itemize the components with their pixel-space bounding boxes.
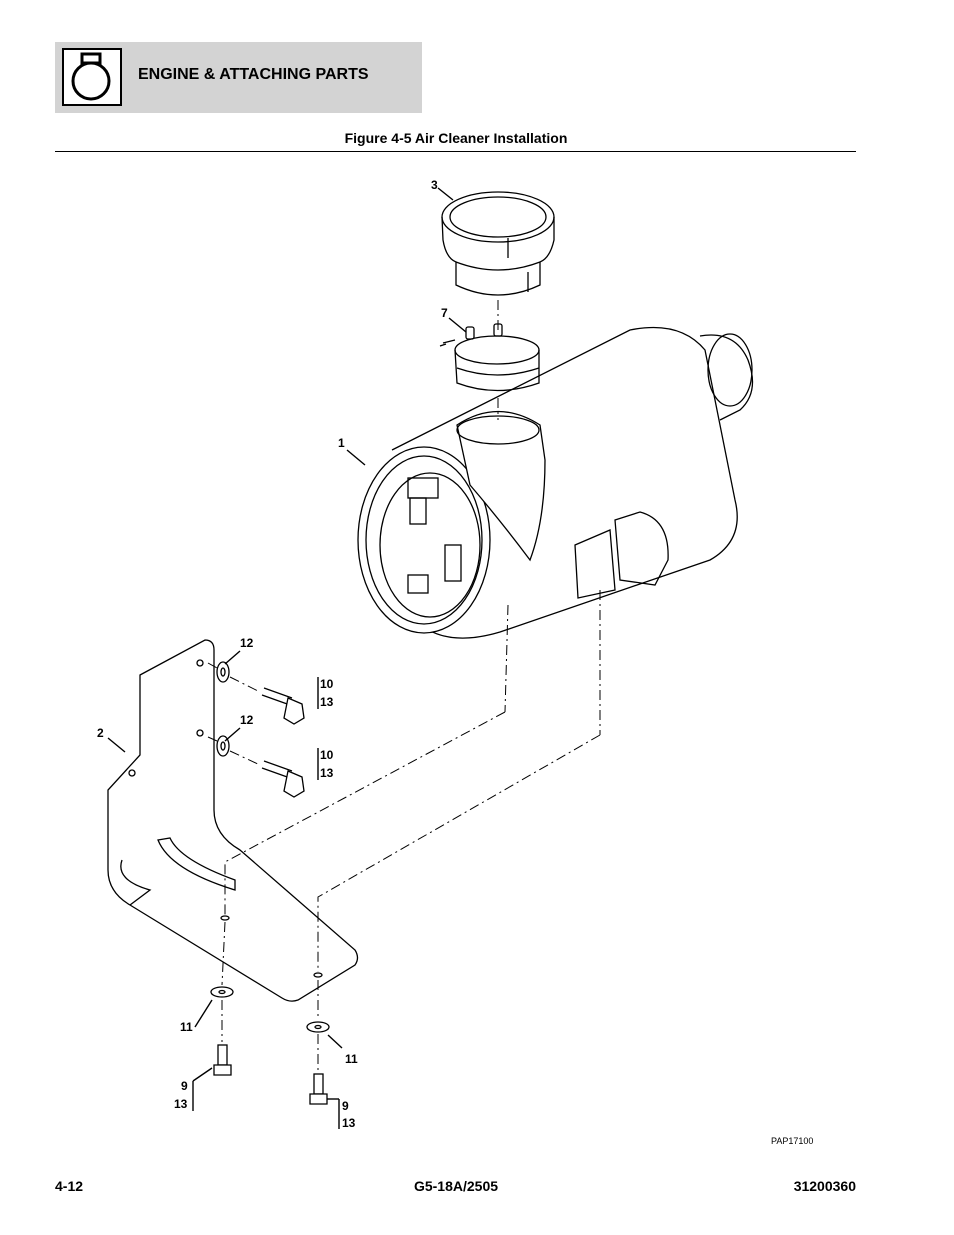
callout-12-upper: 12 [240, 636, 254, 650]
page-number: 4-12 [55, 1178, 84, 1194]
model-number: G5-18A/2505 [413, 1178, 499, 1194]
callout-1: 1 [338, 436, 345, 450]
callout-2: 2 [97, 726, 104, 740]
figure-title: Figure 4-5 Air Cleaner Installation [344, 130, 568, 146]
engine-section-icon [62, 48, 122, 106]
callout-10-lower: 10 [320, 748, 334, 762]
header-rule [55, 151, 856, 152]
mounting-bracket-part [107, 639, 359, 1002]
assembly-center-lines [207, 300, 601, 1071]
callout-7: 7 [441, 306, 448, 320]
callout-11-right: 11 [345, 1052, 358, 1066]
inlet-cap-part [441, 191, 555, 296]
callout-11-left: 11 [180, 1020, 193, 1034]
callout-13-upper: 13 [320, 695, 334, 709]
lower-bolt-assembly [210, 986, 330, 1105]
clamp-band-part [439, 323, 540, 392]
callout-10-upper: 10 [320, 677, 334, 691]
callout-13-right: 13 [342, 1116, 356, 1130]
drawing-id: PAP17100 [771, 1136, 814, 1146]
callout-3: 3 [431, 178, 438, 192]
callout-13-left: 13 [174, 1097, 188, 1111]
callout-9-left: 9 [181, 1079, 188, 1093]
callout-leaders [107, 187, 467, 1129]
callout-12-lower: 12 [240, 713, 254, 727]
section-title: ENGINE & ATTACHING PARTS [138, 66, 369, 83]
manual-number: 31200360 [793, 1178, 856, 1194]
callout-13-lower: 13 [320, 766, 334, 780]
callout-9-right: 9 [342, 1099, 349, 1113]
upper-bolt-assembly [216, 661, 305, 798]
air-cleaner-housing-part [357, 326, 754, 639]
callout-labels: 3 7 1 2 12 12 10 13 10 13 11 11 9 13 9 1… [97, 178, 448, 1130]
